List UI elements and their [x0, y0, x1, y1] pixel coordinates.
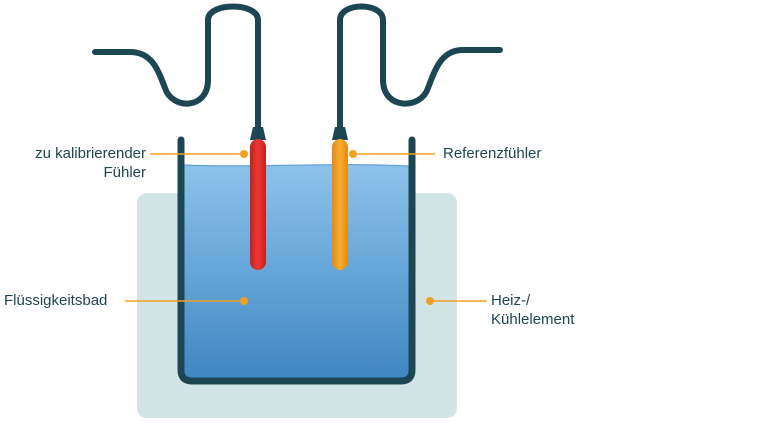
reference-probe-cable — [337, 3, 503, 138]
probe-under-test-cable — [92, 3, 261, 138]
reference-probe-connector — [332, 127, 348, 140]
bath-vessel-outline — [177, 136, 416, 385]
label-heating-cooling-element: Heiz-/ Kühlelement — [491, 291, 574, 329]
label-reference-probe: Referenzfühler — [443, 144, 541, 163]
label-liquid-bath-line1: Flüssigkeitsbad — [4, 292, 108, 309]
liquid-surface-line — [182, 163, 411, 167]
label-probe-under-test-line2: Fühler — [103, 164, 146, 181]
leader-dot-probe-under-test — [240, 150, 248, 158]
label-probe-under-test: zu kalibrierender Fühler — [35, 144, 146, 182]
reference-probe — [332, 139, 348, 270]
leader-dot-reference-probe — [349, 150, 357, 158]
probe-under-test-connector — [250, 127, 266, 140]
label-probe-under-test-line1: zu kalibrierender — [35, 145, 146, 162]
probe-under-test — [250, 139, 266, 270]
label-liquid-bath: Flüssigkeitsbad — [4, 291, 107, 310]
label-heating-cooling-element-line1: Heiz-/ — [491, 292, 531, 309]
leader-dot-heating-cooling-element — [426, 297, 434, 305]
label-reference-probe-line1: Referenzfühler — [443, 145, 542, 162]
leader-dot-liquid-bath — [240, 297, 248, 305]
label-heating-cooling-element-line2: Kühlelement — [491, 311, 575, 328]
liquid-bath-fill — [183, 164, 410, 381]
